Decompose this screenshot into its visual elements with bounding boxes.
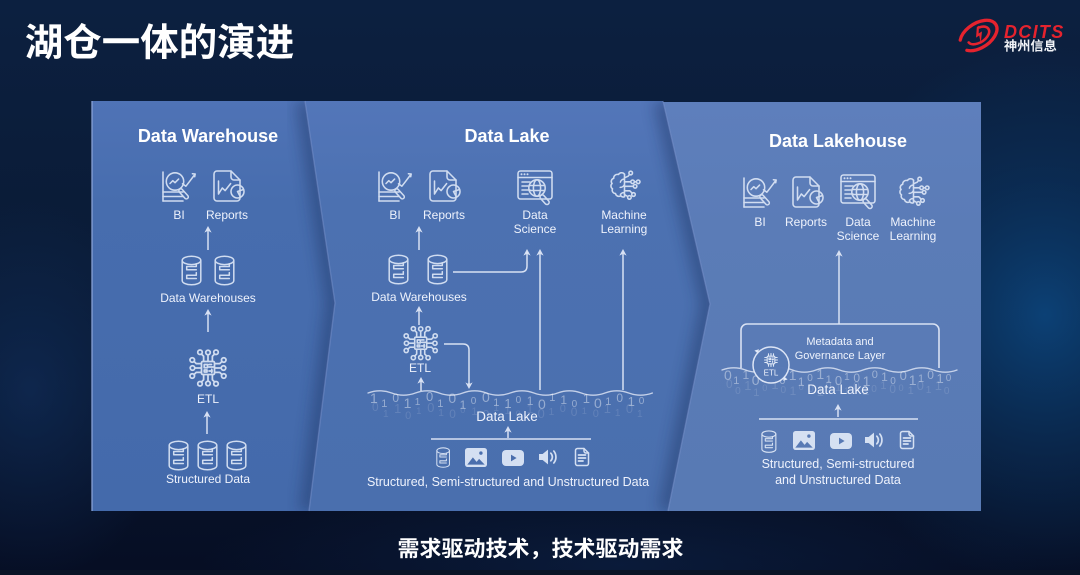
svg-text:Learning: Learning <box>890 229 937 243</box>
svg-text:DCITS: DCITS <box>1004 22 1065 42</box>
svg-text:Reports: Reports <box>206 208 248 222</box>
svg-text:Governance Layer: Governance Layer <box>795 350 886 362</box>
svg-text:Machine: Machine <box>601 208 647 222</box>
svg-text:Machine: Machine <box>890 215 936 229</box>
svg-text:Data Warehouse: Data Warehouse <box>138 126 278 146</box>
svg-text:and Unstructured Data: and Unstructured Data <box>775 473 901 487</box>
svg-text:Metadata and: Metadata and <box>806 336 873 348</box>
svg-text:Data: Data <box>522 208 548 222</box>
svg-text:ETL: ETL <box>409 361 431 375</box>
svg-text:Science: Science <box>514 222 557 236</box>
svg-text:Data Lake: Data Lake <box>464 126 549 146</box>
svg-text:Structured Data: Structured Data <box>166 472 250 486</box>
svg-text:Structured, Semi-structured an: Structured, Semi-structured and Unstruct… <box>367 475 649 489</box>
svg-text:BI: BI <box>389 208 400 222</box>
svg-text:Data Warehouses: Data Warehouses <box>371 290 467 304</box>
svg-text:Structured, Semi-structured: Structured, Semi-structured <box>762 457 915 471</box>
svg-text:0110100110110101010011010: 0110100110110101010011010 <box>724 366 952 389</box>
svg-text:Science: Science <box>837 229 880 243</box>
svg-text:BI: BI <box>754 215 765 229</box>
svg-text:ETL: ETL <box>764 369 779 378</box>
svg-text:Data Lake: Data Lake <box>476 409 538 424</box>
svg-text:ETL: ETL <box>197 392 219 406</box>
svg-text:Learning: Learning <box>601 222 648 236</box>
svg-text:Reports: Reports <box>423 208 465 222</box>
svg-text:Data Lake: Data Lake <box>807 382 869 397</box>
svg-text:Data Warehouses: Data Warehouses <box>160 291 256 305</box>
svg-text:Data Lakehouse: Data Lakehouse <box>769 131 907 151</box>
svg-text:BI: BI <box>173 208 184 222</box>
svg-text:Data: Data <box>845 215 871 229</box>
svg-text:Reports: Reports <box>785 215 827 229</box>
